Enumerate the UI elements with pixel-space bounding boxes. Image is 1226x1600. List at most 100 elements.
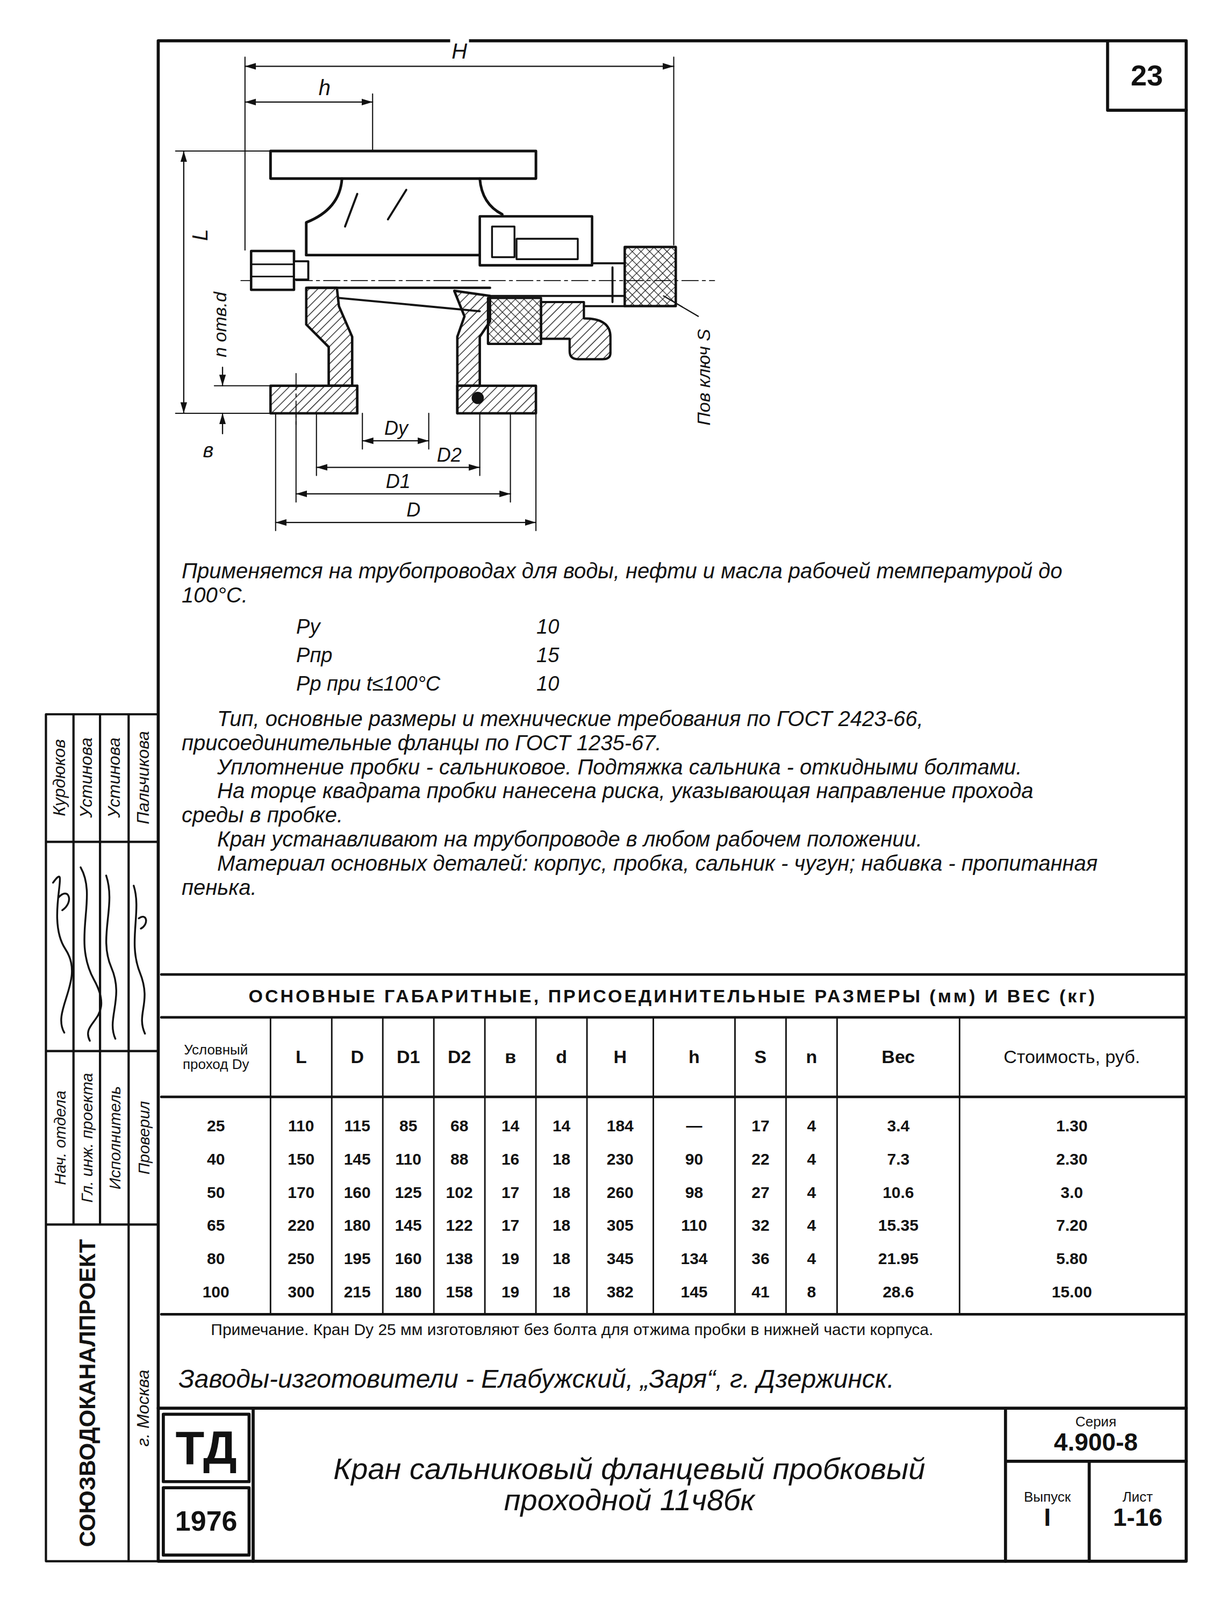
table-column-rule bbox=[270, 1017, 960, 1315]
body-wall-section bbox=[306, 287, 353, 386]
signatory-role: Гл. инж. проекта bbox=[77, 1072, 96, 1203]
issue-box: ВыпускI bbox=[1005, 1461, 1090, 1560]
table-cell: 158 bbox=[433, 1275, 485, 1309]
table-header: в bbox=[484, 1017, 536, 1098]
packing bbox=[488, 297, 542, 344]
pressure-value: 10 bbox=[536, 672, 1101, 696]
table-header: L bbox=[270, 1017, 332, 1098]
box-text: Кран сальниковый фланцевый пробковый про… bbox=[320, 1453, 939, 1517]
table-cell: 28.6 bbox=[836, 1275, 960, 1309]
table-header: H bbox=[586, 1017, 654, 1098]
table-cell: 1.30 bbox=[959, 1109, 1185, 1143]
table-cell: 300 bbox=[270, 1275, 332, 1309]
table-title: ОСНОВНЫЕ ГАБАРИТНЫЕ, ПРИСОЕДИНИТЕЛЬНЫЕ Р… bbox=[161, 974, 1185, 1018]
table-cell: 17 bbox=[484, 1176, 536, 1210]
table-cell: 50 bbox=[161, 1176, 271, 1210]
table-cell: 160 bbox=[331, 1176, 383, 1210]
box-text: 1976 bbox=[175, 1506, 238, 1537]
table-cell: 102 bbox=[433, 1176, 485, 1210]
table-cell: 145 bbox=[331, 1142, 383, 1177]
table-cell: 305 bbox=[586, 1208, 654, 1243]
gland-bolt bbox=[516, 238, 578, 260]
table-cell: 170 bbox=[270, 1176, 332, 1210]
table-cell: 4 bbox=[785, 1142, 837, 1177]
wrench-size-label: Пов ключ S bbox=[694, 327, 715, 428]
body-text: На торце квадрата пробки нанесена риска,… bbox=[181, 778, 1101, 828]
box-text: ТД bbox=[175, 1423, 238, 1473]
table-cell: 36 bbox=[734, 1242, 786, 1276]
table-cell: 15.35 bbox=[836, 1208, 960, 1243]
signatory-name: Курдюков bbox=[50, 739, 70, 817]
bottom-flange-section bbox=[457, 385, 536, 414]
dimension-line bbox=[221, 413, 224, 434]
table-cell: 21.95 bbox=[836, 1242, 960, 1276]
pressure-value: 15 bbox=[536, 643, 1101, 668]
body-neck bbox=[306, 178, 503, 255]
year-frame bbox=[163, 1487, 250, 1555]
body-band bbox=[306, 255, 491, 289]
dimension-label: n отв.d bbox=[210, 290, 231, 360]
table-cell: 15.00 bbox=[959, 1275, 1185, 1309]
table-cell: 115 bbox=[331, 1109, 383, 1143]
table-cell: 16 bbox=[484, 1142, 536, 1177]
table-cell: 10.6 bbox=[836, 1176, 960, 1210]
organization-code-box: ТД bbox=[163, 1414, 250, 1482]
dimension-label: D1 bbox=[384, 470, 413, 493]
dimension-line bbox=[275, 521, 536, 523]
table-cell: 18 bbox=[535, 1275, 587, 1309]
table-cell: 100 bbox=[161, 1275, 271, 1309]
table-cell: 18 bbox=[535, 1208, 587, 1243]
table-cell: 22 bbox=[734, 1142, 786, 1177]
bore-line bbox=[357, 385, 458, 414]
sheet-number-frame bbox=[1107, 40, 1187, 111]
hex-bolt-face bbox=[251, 264, 295, 277]
table-cell: 122 bbox=[433, 1208, 485, 1243]
table-cell: 18 bbox=[535, 1176, 587, 1210]
table-cell: 4 bbox=[785, 1109, 837, 1143]
signatory-role: Нач. отдела bbox=[51, 1090, 69, 1186]
gland-window bbox=[491, 226, 515, 257]
stem bbox=[490, 263, 626, 307]
table-header: d bbox=[535, 1017, 587, 1098]
dimension-line bbox=[296, 493, 511, 495]
code-frame bbox=[163, 1414, 250, 1482]
city-name: г. Москва bbox=[133, 1370, 153, 1447]
table-cell: 5.80 bbox=[959, 1242, 1185, 1276]
signatory-role: Проверил bbox=[134, 1100, 153, 1175]
table-header: Условный проход Dy bbox=[161, 1017, 271, 1098]
table-cell: 85 bbox=[382, 1109, 434, 1143]
table-cell: 8 bbox=[785, 1275, 837, 1309]
box-text: Лист bbox=[1122, 1489, 1153, 1505]
dimension-label: L bbox=[188, 227, 212, 243]
bolt-shank bbox=[294, 261, 309, 280]
signatory-name: Пальчикова bbox=[133, 730, 153, 825]
table-cell: 98 bbox=[653, 1176, 736, 1210]
text-block: Применяется на трубопроводах для воды, н… bbox=[181, 558, 1101, 900]
body-text: Применяется на трубопроводах для воды, н… bbox=[181, 558, 1101, 608]
signature bbox=[53, 867, 147, 1042]
table-cell: 88 bbox=[433, 1142, 485, 1177]
table-cell: 215 bbox=[331, 1275, 383, 1309]
table-header: D2 bbox=[433, 1017, 485, 1098]
table-cell: 382 bbox=[586, 1275, 654, 1309]
gland-follower bbox=[541, 302, 611, 360]
dimension-line bbox=[183, 151, 185, 414]
table-cell: 195 bbox=[331, 1242, 383, 1276]
table-header: S bbox=[734, 1017, 786, 1098]
box-text: Серия bbox=[1075, 1414, 1117, 1430]
table-header: n bbox=[785, 1017, 837, 1098]
table-cell: 7.20 bbox=[959, 1208, 1185, 1243]
pressure-value: 10 bbox=[536, 615, 1101, 639]
table-cell: 150 bbox=[270, 1142, 332, 1177]
title-box: Кран сальниковый фланцевый пробковый про… bbox=[255, 1410, 1004, 1560]
bottom-flange-section bbox=[270, 385, 357, 414]
dimension-line bbox=[245, 101, 373, 103]
table-cell: 4 bbox=[785, 1176, 837, 1210]
table-rule bbox=[161, 974, 1185, 1315]
box-value: 1-16 bbox=[1113, 1504, 1163, 1531]
table-header: h bbox=[653, 1017, 736, 1098]
body-text: Уплотнение пробки - сальниковое. Подтяжк… bbox=[181, 755, 1101, 780]
table-cell: 184 bbox=[586, 1109, 654, 1143]
table-cell: 180 bbox=[382, 1275, 434, 1309]
table-cell: 345 bbox=[586, 1242, 654, 1276]
